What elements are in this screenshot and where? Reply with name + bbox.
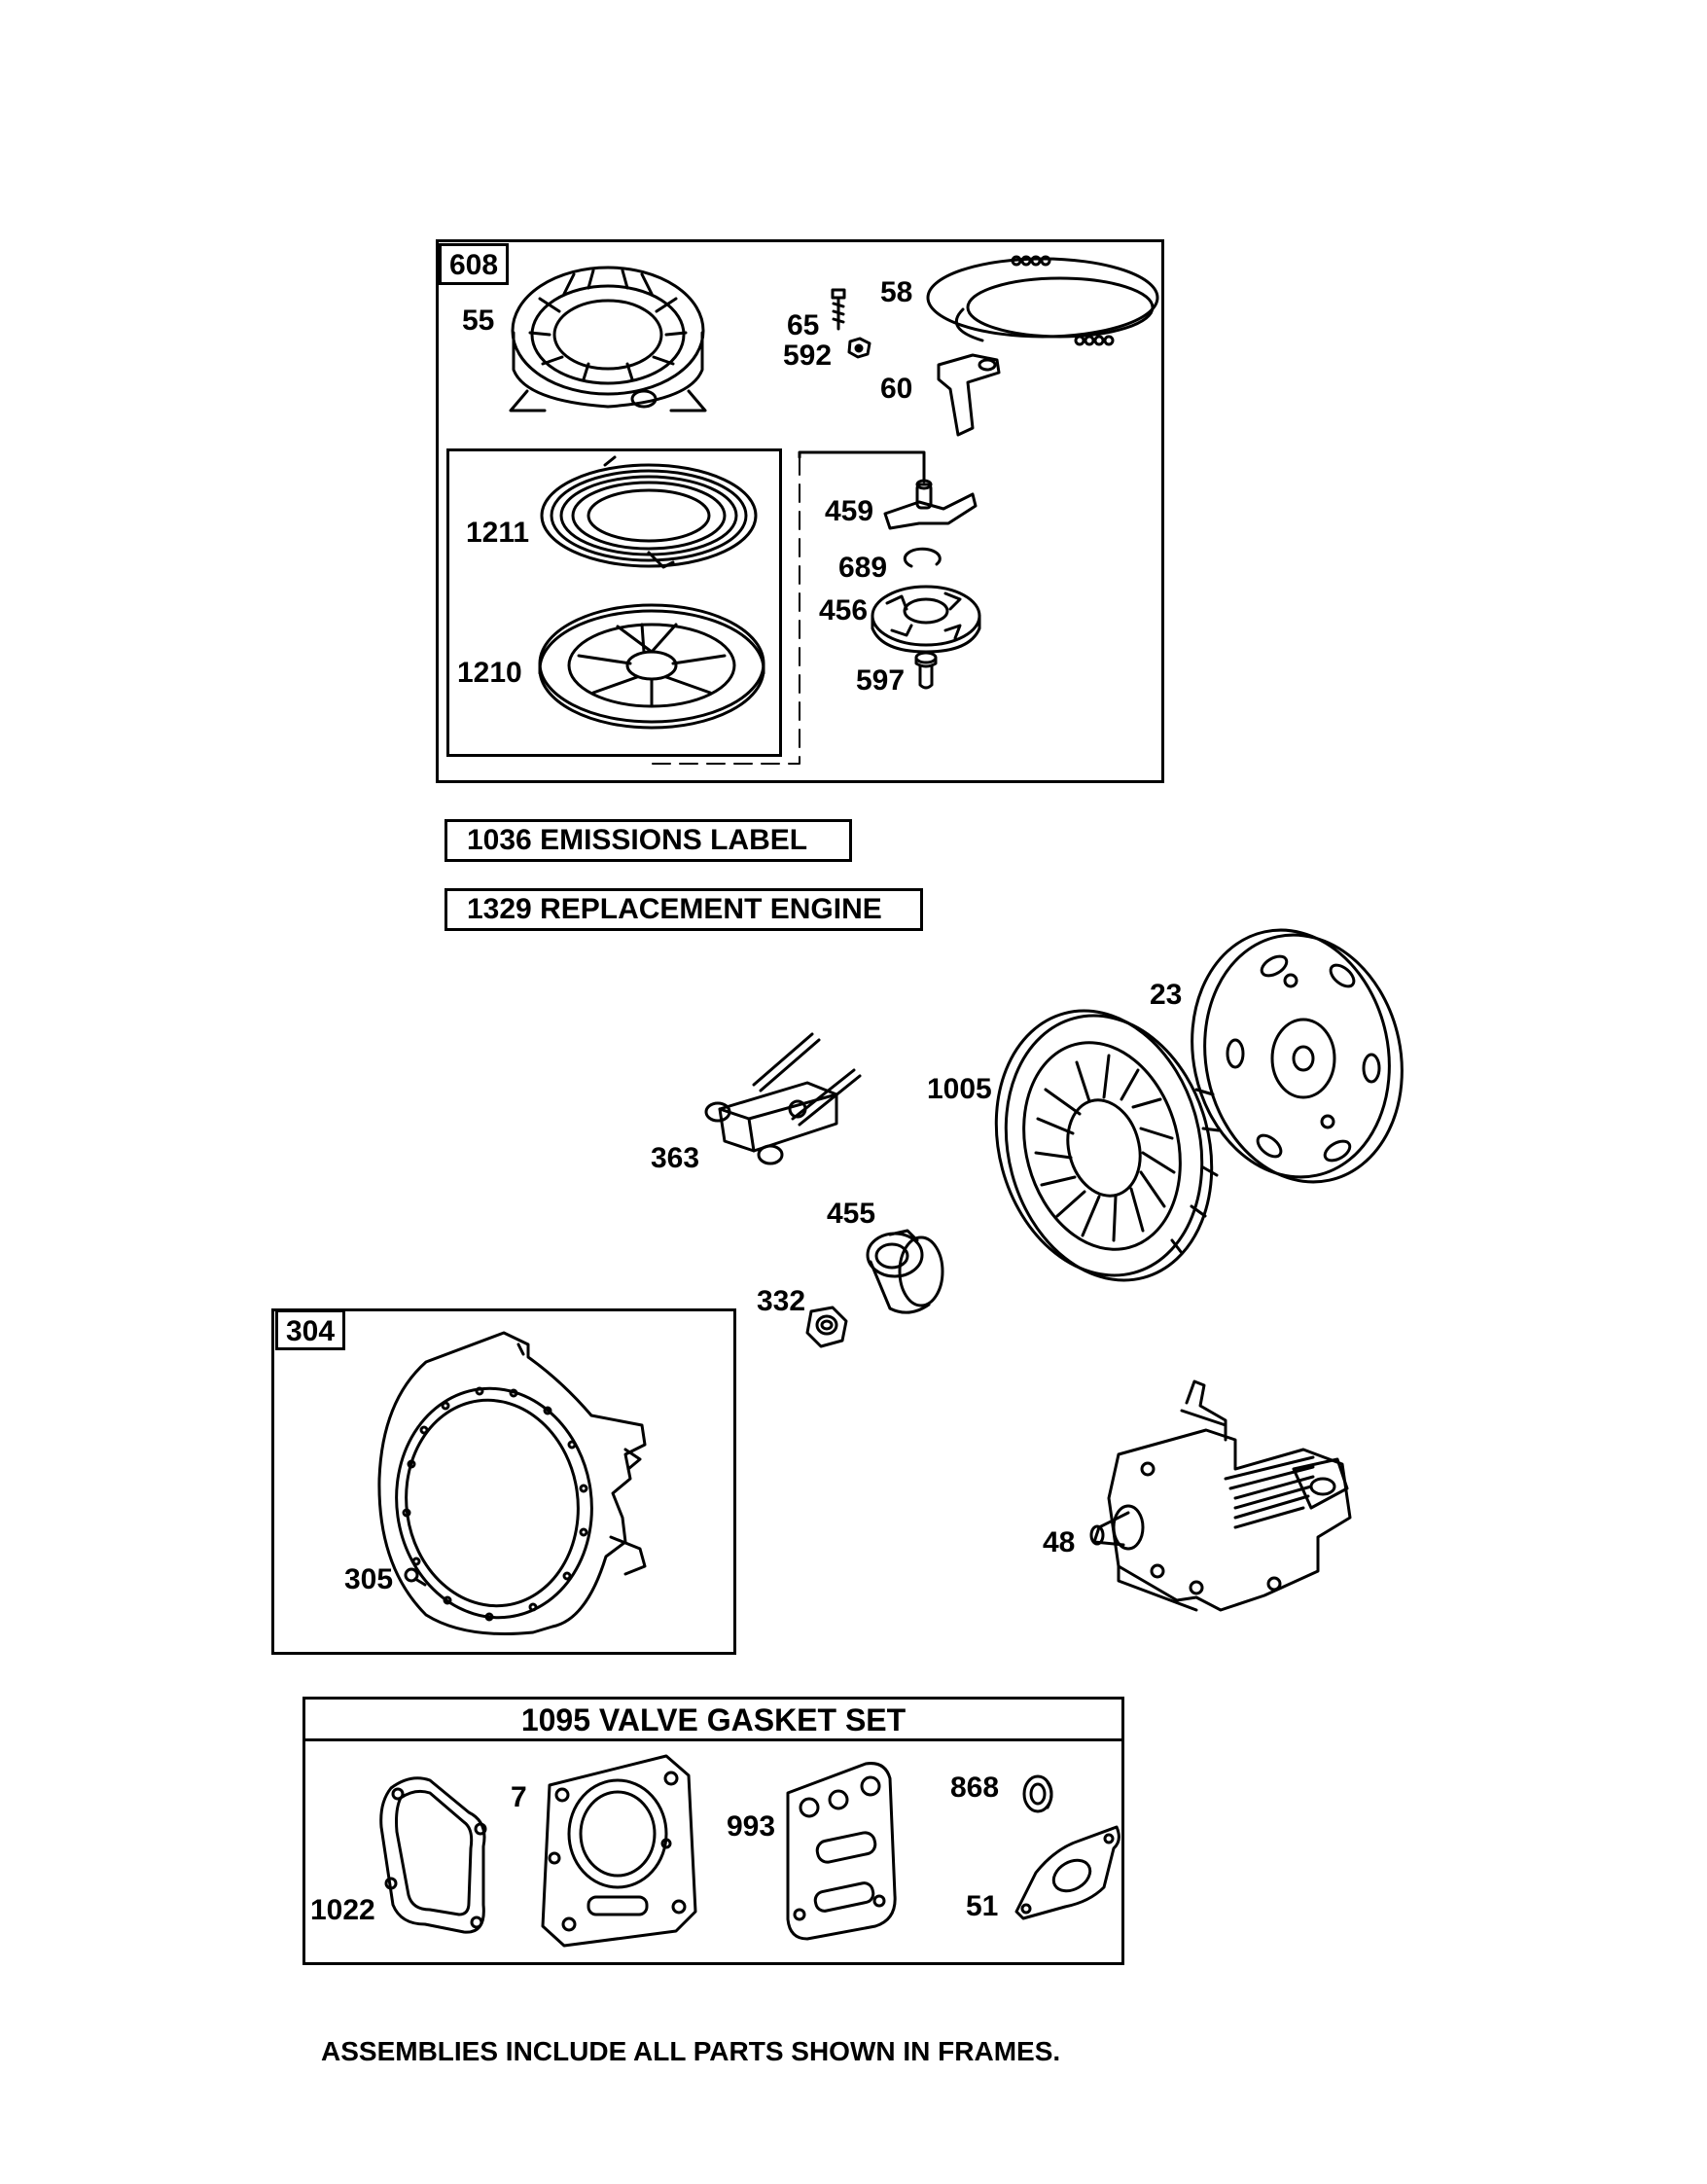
head-gasket-drawing: [541, 1754, 697, 1948]
part-label-flywheel: 1005: [927, 1073, 992, 1105]
part-label-handle: 60: [880, 373, 913, 405]
part-label-retainer: 689: [838, 552, 888, 584]
part-label-screen: 23: [1150, 979, 1183, 1011]
intake-gasket-drawing: [786, 1762, 897, 1941]
footer-note: ASSEMBLIES INCLUDE ALL PARTS SHOWN IN FR…: [321, 2036, 1061, 2066]
valve-cover-gasket-drawing: [379, 1776, 487, 1934]
valve-gasket-set-title-bar: [302, 1697, 1124, 1741]
starter-rope-drawing: [926, 255, 1159, 346]
part-label-screw: 65: [787, 309, 820, 341]
blower-screw-icon: [404, 1567, 427, 1587]
starter-housing-drawing: [509, 266, 707, 412]
part-label-pulley: 1210: [457, 657, 522, 689]
flywheel-nut-icon: [805, 1306, 848, 1348]
flywheel-screen-drawing: [1191, 928, 1404, 1184]
part-label-housing: 55: [462, 304, 495, 337]
retainer-ring-icon: [903, 547, 942, 568]
part-label-blower-screw: 305: [344, 1563, 394, 1595]
part-label-ratchet: 456: [819, 594, 869, 627]
armature-drawing: [704, 1032, 862, 1165]
part-label-cover-gasket: 1022: [310, 1894, 375, 1926]
blower-housing-frame: [271, 1308, 736, 1655]
starter-assembly-frame: [436, 239, 1164, 783]
pulley-subassembly-frame: [446, 448, 782, 757]
starter-pulley-drawing: [538, 603, 765, 730]
part-label-rope: 58: [880, 276, 913, 308]
part-label-spring: 1211: [466, 517, 530, 549]
emissions-label-box: 1036 EMISSIONS LABEL: [445, 819, 852, 862]
ratchet-drawing: [871, 585, 981, 654]
part-label-nut: 592: [783, 340, 833, 372]
flywheel-drawing: [994, 1009, 1221, 1282]
part-label-armature: 363: [651, 1142, 700, 1174]
pawl-drawing: [883, 479, 978, 530]
short-block-engine-drawing: [1089, 1379, 1352, 1612]
part-label-flywheel-nut: 332: [757, 1285, 806, 1317]
part-label-short-block: 48: [1043, 1526, 1076, 1558]
recoil-spring-drawing: [540, 455, 758, 569]
oil-seal-icon: [1022, 1774, 1053, 1813]
nut-icon: [847, 337, 871, 359]
part-label-head-gasket: 7: [511, 1781, 527, 1813]
starter-assembly-tag: 608: [439, 243, 510, 285]
part-label-small-gasket: 51: [966, 1890, 999, 1922]
starter-cup-drawing: [866, 1229, 944, 1314]
blower-housing-drawing: [377, 1331, 647, 1635]
valve-gasket-set-title: 1095 VALVE GASKET SET: [520, 1702, 907, 1737]
part-label-pawl: 459: [825, 495, 874, 527]
part-label-pawl-screw: 597: [856, 664, 906, 697]
starter-handle-drawing: [937, 353, 1001, 437]
small-gasket-drawing: [1014, 1825, 1120, 1920]
blower-housing-tag: 304: [275, 1309, 346, 1350]
pawl-screw-icon: [914, 651, 938, 690]
screw-icon: [831, 288, 846, 331]
part-label-cup: 455: [827, 1198, 876, 1230]
part-label-intake-gasket: 993: [727, 1810, 776, 1843]
replacement-engine-box: 1329 REPLACEMENT ENGINE: [445, 888, 923, 931]
part-label-seal: 868: [950, 1772, 1000, 1804]
